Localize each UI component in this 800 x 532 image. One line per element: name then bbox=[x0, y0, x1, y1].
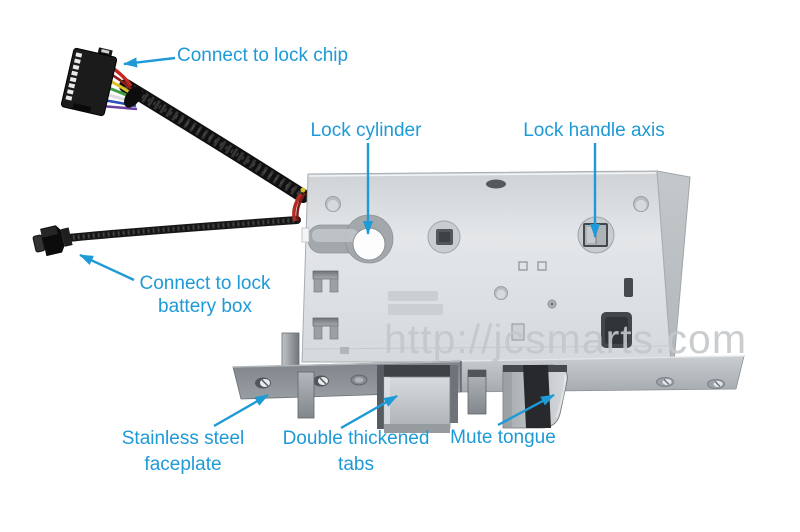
faceplate-oval-hole bbox=[350, 374, 368, 386]
chip-connector-wires bbox=[100, 64, 142, 111]
leader-arrows bbox=[79, 56, 600, 430]
cable-to-chip bbox=[119, 79, 310, 203]
lock-body bbox=[281, 170, 691, 373]
mounting-hole-middle bbox=[494, 286, 508, 300]
label-lock-cylinder: Lock cylinder bbox=[310, 120, 422, 141]
latch-guide-tab-left bbox=[297, 371, 315, 419]
dark-slot bbox=[624, 278, 633, 297]
embossed-marking bbox=[388, 291, 443, 315]
mounting-hole-top-right bbox=[633, 196, 649, 212]
cable-to-battery bbox=[64, 216, 301, 242]
edge-nub bbox=[301, 227, 310, 243]
battery-connector bbox=[32, 225, 73, 257]
small-screw bbox=[547, 299, 557, 309]
spindle-hole-center bbox=[427, 220, 461, 254]
faceplate-screw-1 bbox=[255, 377, 271, 389]
mounting-hole-top-left bbox=[325, 196, 341, 212]
faceplate-screw-4 bbox=[707, 379, 725, 389]
lock-cylinder-hole bbox=[307, 214, 394, 264]
arrow-to-faceplate bbox=[213, 393, 269, 428]
arrow-to-chip-connector bbox=[123, 56, 176, 68]
clip-upper bbox=[312, 270, 339, 293]
label-connect-lock-chip: Connect to lock chip bbox=[177, 45, 349, 66]
label-connect-battery-box: Connect to lock battery box bbox=[139, 273, 271, 317]
label-stainless-faceplate: Stainless steel faceplate bbox=[121, 428, 245, 475]
latch-guide-tab-right bbox=[467, 369, 487, 415]
label-mute-tongue: Mute tongue bbox=[450, 427, 556, 448]
stamped-square-1 bbox=[518, 261, 528, 271]
small-tab-mark bbox=[511, 323, 525, 341]
arrow-to-latch-bolt bbox=[340, 394, 398, 430]
mute-tongue-latch bbox=[502, 364, 568, 429]
faceplate-screw-3 bbox=[656, 377, 674, 387]
chip-connector bbox=[60, 47, 118, 117]
clip-lower bbox=[312, 317, 339, 340]
watermark: http://jcsmarts.com bbox=[384, 316, 748, 362]
arrow-to-battery-connector bbox=[79, 253, 135, 282]
label-lock-handle-axis: Lock handle axis bbox=[523, 120, 665, 141]
mute-rubber-band bbox=[523, 365, 551, 428]
label-double-thickened-tabs: Double thickened tabs bbox=[282, 428, 430, 475]
red-wires bbox=[292, 187, 307, 222]
arrow-to-mute-tongue bbox=[497, 393, 555, 427]
dark-opening bbox=[601, 312, 632, 348]
stamped-square-2 bbox=[537, 261, 547, 271]
double-thickened-latch-bolt bbox=[377, 365, 458, 433]
faceplate-screw-2 bbox=[313, 375, 329, 387]
oval-slot bbox=[486, 179, 506, 189]
small-square-mark bbox=[340, 347, 349, 354]
